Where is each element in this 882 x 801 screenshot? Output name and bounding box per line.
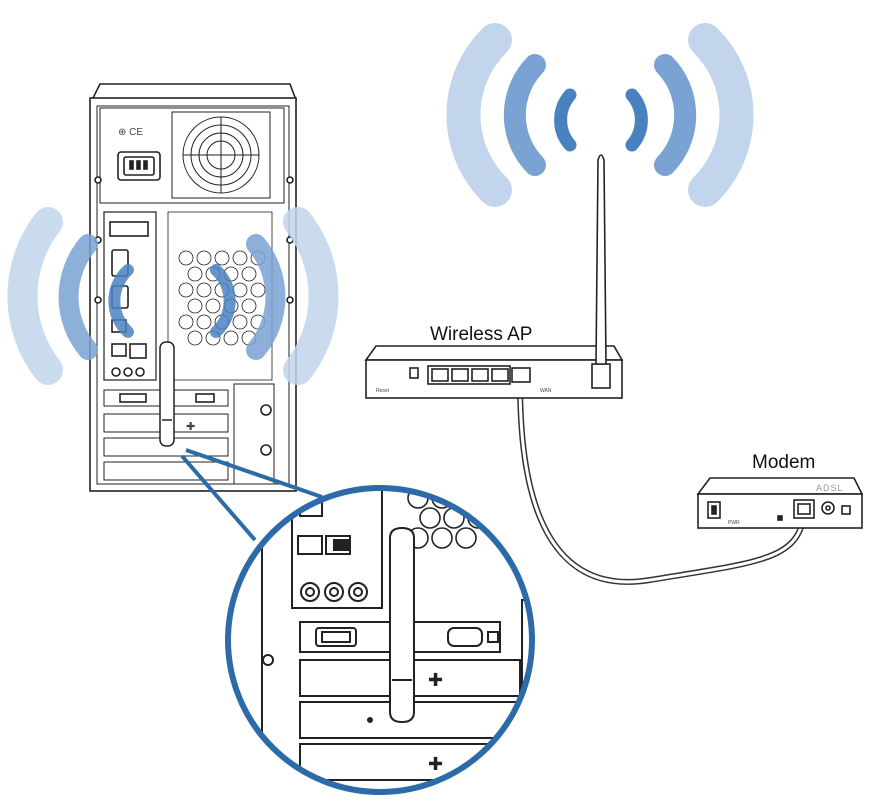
svg-text:PWR: PWR	[728, 520, 740, 526]
svg-text:Reset: Reset	[376, 388, 390, 394]
wireless-ap: Reset WAN	[364, 345, 624, 399]
desktop-tower: ⊕ CE	[89, 83, 298, 492]
svg-text:✚: ✚	[428, 754, 443, 775]
adapter-antenna-icon	[159, 341, 175, 447]
svg-text:✚: ✚	[428, 670, 443, 691]
router-wifi-waves-icon	[446, 23, 754, 207]
adapter-antenna-closeup-icon	[389, 526, 415, 724]
fan-icon	[171, 111, 271, 199]
modem-brand-label: ADSL	[816, 483, 844, 493]
wireless-ap-label: Wireless AP	[430, 324, 533, 345]
modem: PWR	[696, 477, 864, 529]
svg-text:WAN: WAN	[540, 388, 552, 394]
magnified-io-panel: ✚ ✚	[228, 488, 532, 792]
svg-text:✚: ✚	[186, 421, 195, 433]
adapter-wifi-waves-icon	[7, 207, 339, 385]
power-socket-icon	[117, 151, 161, 181]
ap-antenna-icon	[591, 154, 611, 389]
modem-label: Modem	[752, 452, 816, 473]
magnifier-ring	[225, 485, 535, 795]
zoom-callout	[180, 448, 323, 542]
svg-text:⊕ CE: ⊕ CE	[118, 127, 143, 138]
